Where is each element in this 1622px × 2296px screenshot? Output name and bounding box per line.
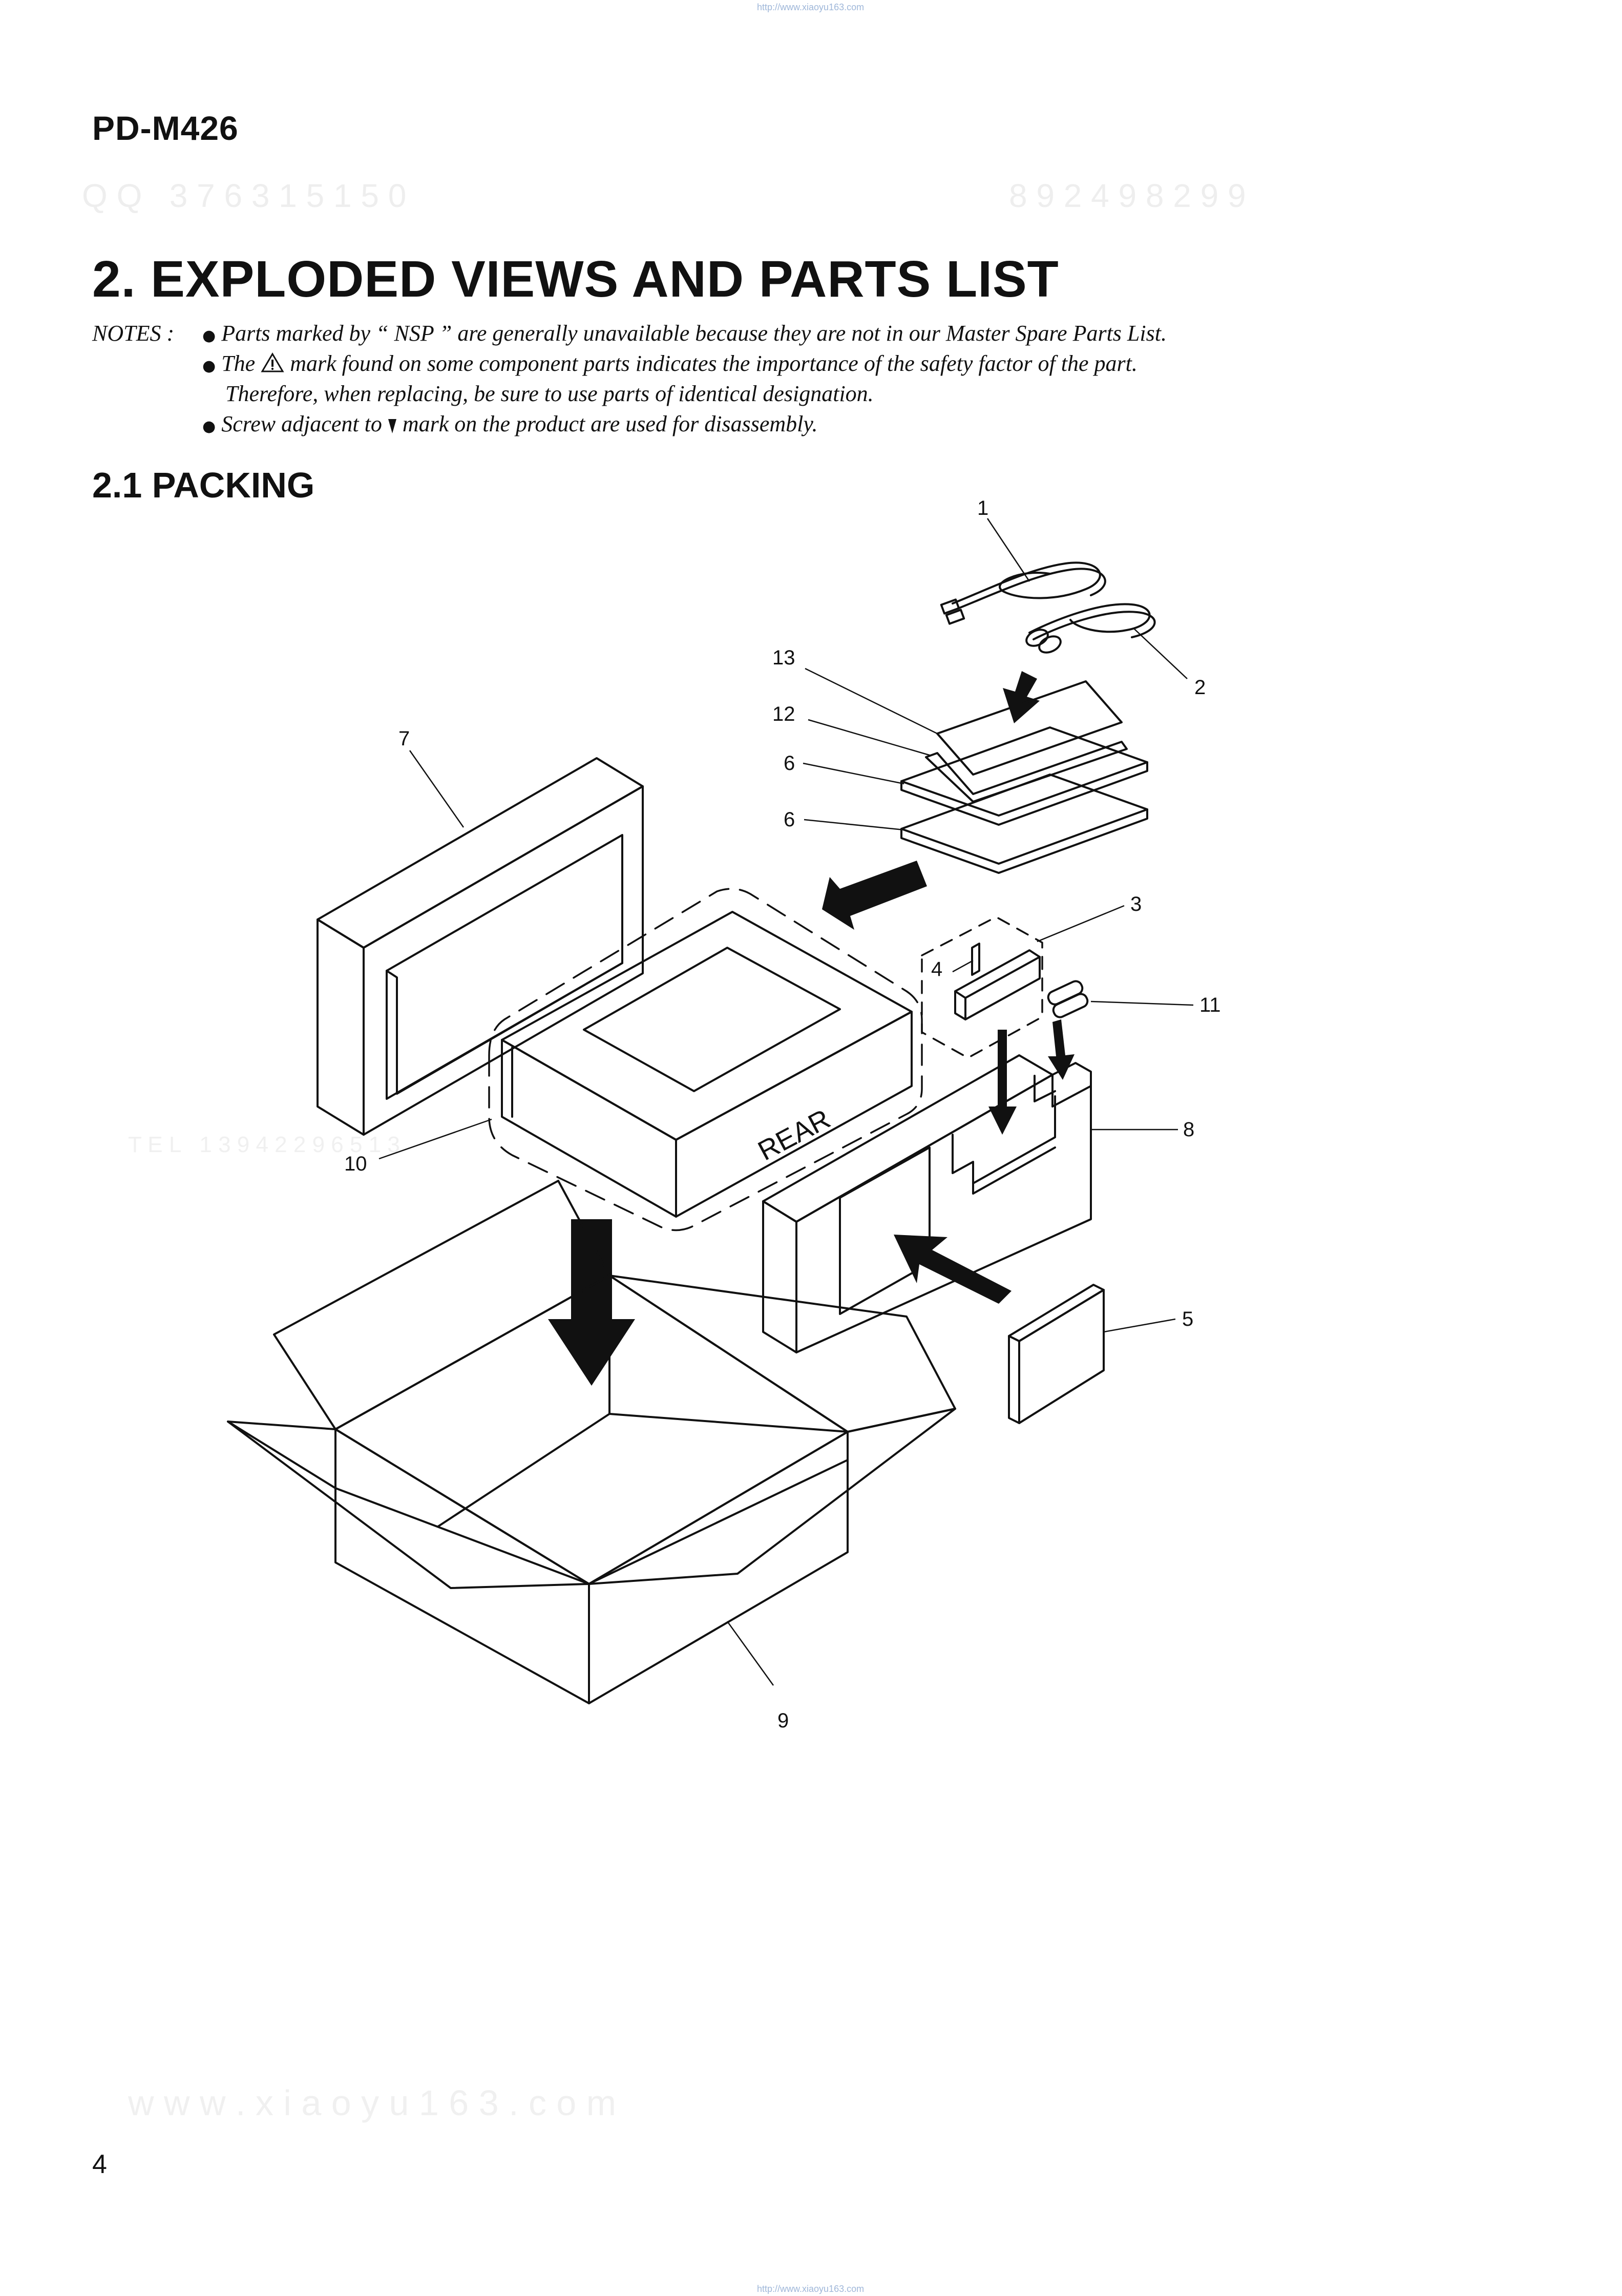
subsection-title: 2.1 PACKING: [92, 465, 315, 505]
leader-7: [409, 750, 465, 828]
bullet-icon: ●: [202, 357, 216, 375]
arrow-left: [822, 861, 927, 930]
callout-10: 10: [344, 1153, 367, 1175]
callout-1: 1: [977, 497, 988, 519]
callout-7: 7: [398, 727, 410, 750]
callout-3: 3: [1130, 893, 1142, 915]
document-6b: [900, 774, 1148, 874]
bullet-icon: ●: [202, 327, 216, 345]
callout-4: 4: [931, 958, 942, 980]
leader-6b: [804, 819, 904, 831]
warning-triangle-icon: [261, 352, 284, 372]
callout-6b: 6: [784, 808, 795, 831]
callout-8: 8: [1183, 1118, 1194, 1141]
note-safety-text-a: The: [221, 351, 261, 376]
note-screw-text-a: Screw adjacent to: [221, 411, 388, 436]
main-unit: [501, 911, 913, 1218]
note-safety-cont: Therefore, when replacing, be sure to us…: [225, 381, 874, 406]
watermark-qq: Q Q 3 7 6 3 1 5 1 5 0: [82, 177, 407, 214]
callout-2: 2: [1194, 676, 1206, 699]
cushion-item-7: [317, 757, 644, 1136]
accessory-bag-item-3: [921, 916, 1043, 1059]
arrow-down-docs: [1003, 671, 1040, 723]
leader-4: [952, 959, 974, 973]
leader-12: [808, 719, 932, 757]
watermark-tel: T E L 1 3 9 4 2 2 9 6 5 1 3: [128, 1132, 400, 1157]
screw-mark-icon: [388, 419, 396, 433]
cable-item-2: [1025, 603, 1156, 654]
notes-label: NOTES :: [92, 321, 175, 346]
leader-6a: [803, 762, 904, 785]
remote-control: [954, 949, 1041, 1020]
callout-13: 13: [772, 646, 795, 669]
arrow-into-cushion: [894, 1235, 1012, 1304]
note-screw: ● Screw adjacent to mark on the product …: [202, 411, 818, 437]
note-safety-text-b: mark found on some component parts indic…: [290, 351, 1137, 376]
note-screw-text-b: mark on the product are used for disasse…: [402, 411, 818, 436]
leader-1: [986, 518, 1030, 582]
leader-5: [1103, 1318, 1176, 1333]
note-safety: ● The mark found on some component parts…: [202, 350, 1137, 377]
leader-9: [726, 1621, 774, 1686]
carton-item-9: [227, 1180, 956, 1704]
cable-item-1: [940, 561, 1106, 625]
leader-3: [1037, 905, 1125, 943]
leader-2: [1134, 629, 1188, 679]
section-title: 2. EXPLODED VIEWS AND PARTS LIST: [92, 251, 1059, 308]
callout-12: 12: [772, 703, 795, 725]
batteries-item-11: [1047, 980, 1089, 1018]
document-13: [936, 680, 1123, 776]
arrow-down-batteries: [1048, 1019, 1075, 1080]
callout-5: 5: [1182, 1308, 1193, 1330]
note-nsp: ● Parts marked by “ NSP ” are generally …: [202, 320, 1167, 346]
callout-9: 9: [777, 1709, 789, 1732]
watermark-website: w w w . x i a o y u 1 6 3 . c o m: [128, 2083, 617, 2123]
cushion-item-8: [762, 1054, 1092, 1353]
leader-11: [1090, 1000, 1194, 1006]
callout-6a: 6: [784, 752, 795, 775]
arrow-down-carton: [548, 1219, 635, 1386]
top-url[interactable]: http://www.xiaoyu163.com: [757, 2, 865, 12]
bullet-icon: ●: [202, 418, 216, 435]
item-4-tag: [971, 943, 980, 976]
model-name: PD-M426: [92, 109, 239, 147]
document-12: [925, 741, 1128, 803]
block-item-5: [1008, 1284, 1105, 1424]
leader-10: [378, 1118, 492, 1160]
callout-11: 11: [1199, 994, 1221, 1016]
bag-item-10: [488, 888, 923, 1232]
page-number: 4: [92, 2149, 107, 2179]
leader-13: [805, 667, 938, 735]
arrow-down-remote: [988, 1030, 1017, 1135]
watermark-number: 8 9 2 4 9 8 2 9 9: [1009, 177, 1246, 214]
bottom-url[interactable]: http://www.xiaoyu163.com: [757, 2284, 865, 2294]
note-nsp-text: Parts marked by “ NSP ” are generally un…: [221, 321, 1167, 346]
